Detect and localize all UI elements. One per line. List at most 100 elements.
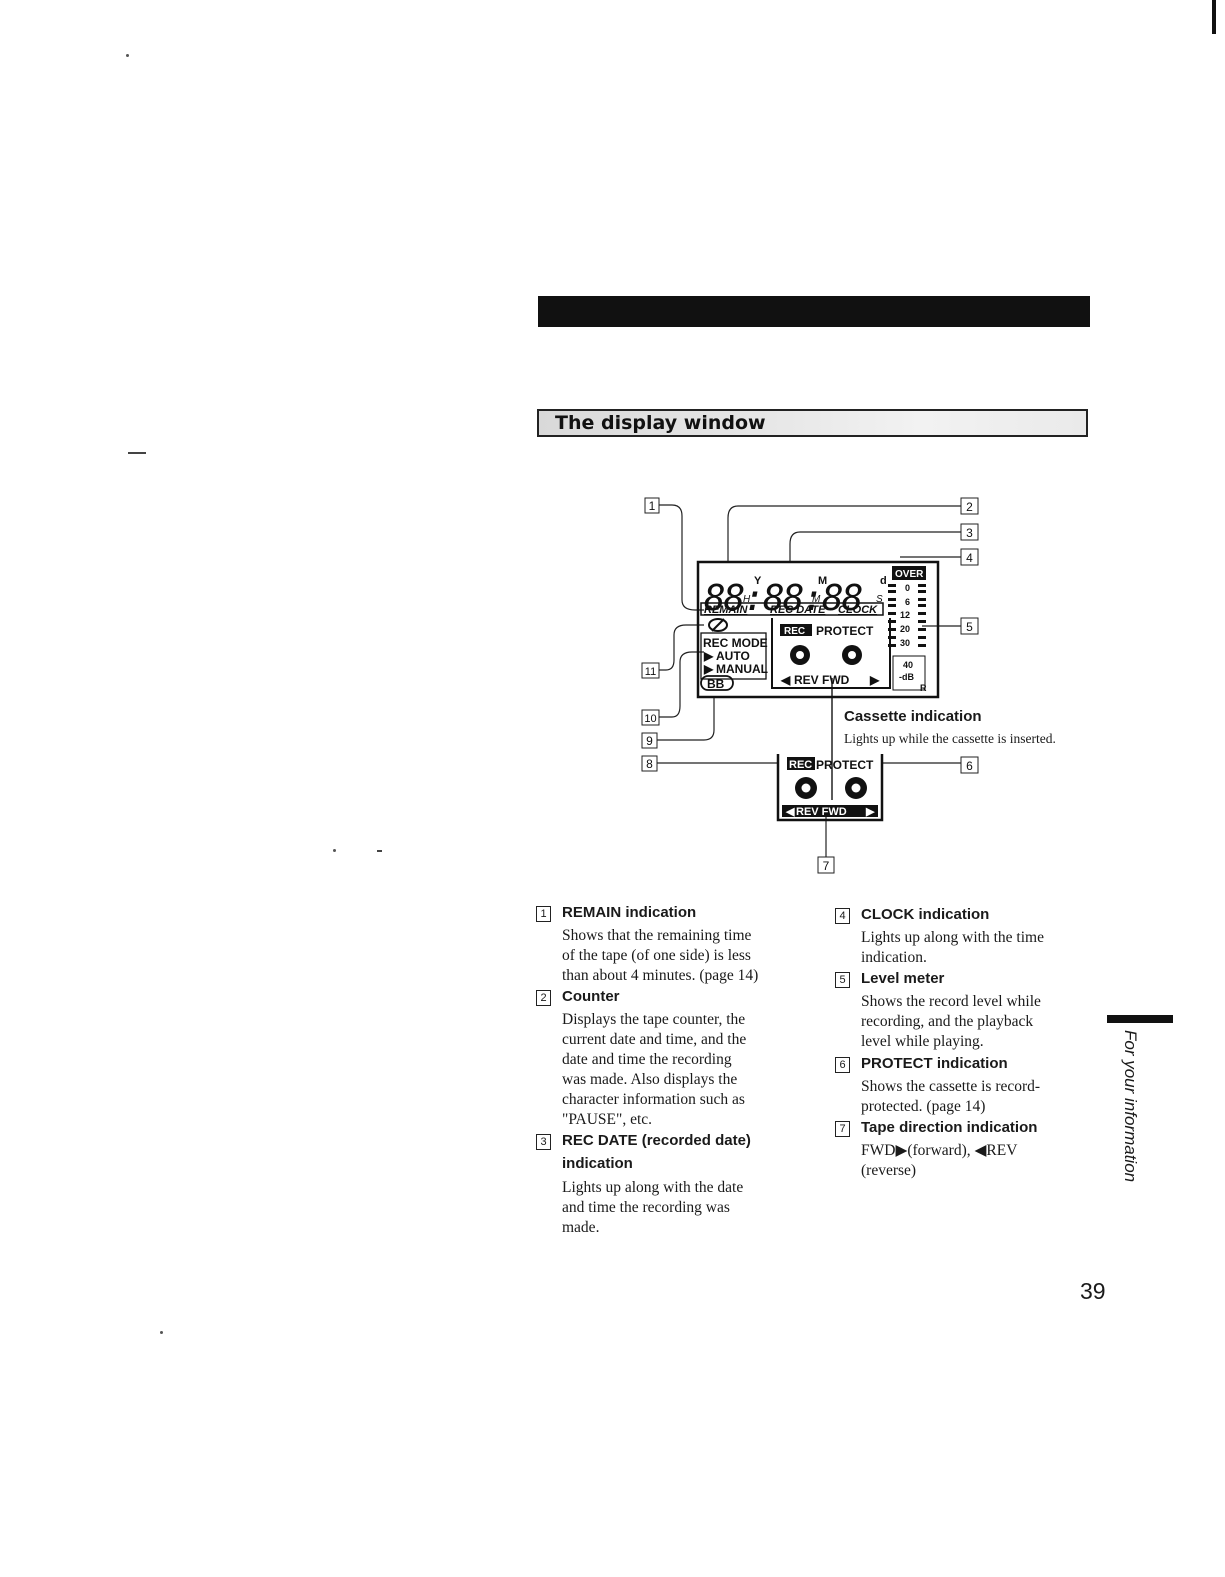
callout-9: 9 (641, 732, 658, 749)
svg-text:d: d (880, 575, 887, 587)
callout-5: 5 (960, 617, 979, 635)
svg-text:R: R (920, 683, 927, 693)
sidebar-tab: For your information (1118, 1030, 1142, 1200)
svg-text:12: 12 (900, 610, 910, 620)
svg-text:REV FWD: REV FWD (794, 673, 850, 687)
svg-text:Y: Y (754, 575, 762, 587)
item-number: 6 (835, 1057, 850, 1073)
callout-8: 8 (641, 755, 658, 772)
callout-1: 1 (644, 497, 660, 514)
callout-4: 4 (960, 548, 979, 566)
item-body: Shows the cassette is record- protected.… (861, 1078, 1041, 1115)
callout-2: 2 (960, 497, 979, 515)
svg-text:40: 40 (903, 660, 913, 670)
svg-text:8: 8 (646, 757, 653, 771)
svg-text:BB: BB (707, 677, 725, 691)
sidebar-label: For your information (1121, 1030, 1140, 1183)
page-number: 39 (1080, 1278, 1106, 1304)
svg-text:5: 5 (966, 620, 973, 634)
svg-text:AUTO: AUTO (716, 649, 750, 663)
item-title-cont: indication (562, 1155, 633, 1172)
svg-text:MANUAL: MANUAL (716, 662, 768, 676)
svg-text:-dB: -dB (899, 672, 914, 682)
item-title: CLOCK indication (861, 906, 990, 923)
callout-3: 3 (960, 523, 979, 541)
svg-text:H: H (743, 594, 751, 605)
item-number: 2 (536, 990, 551, 1006)
svg-text:20: 20 (900, 624, 910, 634)
scan-mark (128, 452, 146, 454)
item-title: PROTECT indication (861, 1055, 1008, 1072)
svg-text:0: 0 (905, 583, 910, 593)
section-heading: The display window (537, 409, 1088, 437)
lcd-rec-mode: REC MODE ▶AUTO ▶MANUAL BB (700, 618, 768, 691)
svg-text:PROTECT: PROTECT (816, 624, 874, 638)
lcd-cassette: REC PROTECT ◀ REV FWD ▶ (771, 618, 891, 689)
svg-text:REC: REC (789, 759, 812, 771)
item-number: 1 (536, 906, 551, 922)
item-body: Lights up along with the time indication… (861, 929, 1044, 966)
svg-text:REC: REC (784, 626, 805, 637)
lcd-digits: 88:88:88 Y H M M d S (704, 575, 887, 619)
svg-text:2: 2 (966, 500, 973, 514)
svg-text:S: S (876, 594, 883, 605)
section-title: The display window (555, 412, 766, 434)
chapter-bar (538, 296, 1090, 327)
cassette-caption-text: Lights up while the cassette is inserted… (844, 731, 1056, 746)
svg-text:11: 11 (645, 666, 656, 678)
svg-text:88:88:88: 88:88:88 (704, 578, 862, 619)
lcd-rec-date: REC DATE (770, 604, 826, 616)
scan-speck (333, 849, 336, 852)
svg-text:▶: ▶ (869, 673, 880, 687)
svg-text:1: 1 (649, 499, 656, 513)
lcd-level-meter: OVER 0 6 12 20 30 40 -dB R (888, 566, 927, 693)
item-number: 3 (536, 1134, 551, 1150)
item-title: REMAIN indication (562, 904, 697, 921)
callout-7: 7 (817, 856, 835, 874)
lcd-clock: CLOCK (838, 604, 878, 616)
display-window-diagram: 1 11 10 9 8 2 3 4 5 6 7 88: (641, 497, 979, 874)
svg-text:◀: ◀ (780, 673, 791, 687)
scan-speck (160, 1331, 163, 1334)
svg-text:6: 6 (966, 759, 973, 773)
svg-text:◀: ◀ (785, 806, 795, 818)
svg-text:4: 4 (966, 551, 973, 565)
item-title: REC DATE (recorded date) (562, 1132, 751, 1149)
callout-6: 6 (960, 756, 979, 774)
svg-text:▶: ▶ (865, 806, 875, 818)
lcd-frame (696, 560, 940, 699)
svg-text:M: M (812, 594, 821, 605)
svg-text:7: 7 (823, 859, 830, 873)
item-body: Displays the tape counter, the current d… (562, 1011, 747, 1128)
item-title: Level meter (861, 970, 945, 987)
callout-10: 10 (641, 709, 660, 726)
svg-text:REC MODE: REC MODE (703, 636, 768, 650)
svg-text:▶: ▶ (703, 662, 714, 676)
cassette-caption-title: Cassette indication (844, 708, 982, 725)
item-body: Lights up along with the date and time t… (562, 1179, 744, 1236)
item-body: Shows the record level while recording, … (861, 993, 1041, 1050)
svg-text:6: 6 (905, 597, 910, 607)
svg-text:3: 3 (966, 526, 973, 540)
svg-text:REV FWD: REV FWD (796, 806, 847, 818)
svg-text:M: M (818, 575, 827, 587)
item-number: 5 (835, 972, 850, 988)
item-number: 7 (835, 1121, 850, 1137)
svg-text:10: 10 (644, 713, 656, 725)
callout-11: 11 (641, 662, 660, 679)
svg-text:30: 30 (900, 638, 910, 648)
item-title: Counter (562, 988, 620, 1005)
svg-text:PROTECT: PROTECT (816, 758, 874, 772)
cassette-detail: REC PROTECT ◀ REV FWD ▶ (776, 754, 884, 822)
item-body: Shows that the remaining time of the tap… (562, 927, 759, 984)
sidebar-tab-bar (1107, 1015, 1173, 1023)
item-body: FWD▶(forward), ◀REV (reverse) (861, 1142, 1018, 1179)
item-number: 4 (835, 908, 850, 924)
scan-mark (377, 850, 382, 852)
lcd-remain: REMAIN (704, 604, 748, 616)
svg-text:9: 9 (646, 734, 653, 748)
item-title: Tape direction indication (861, 1119, 1038, 1136)
scan-speck (126, 54, 129, 57)
svg-text:▶: ▶ (703, 649, 714, 663)
svg-text:OVER: OVER (895, 569, 924, 580)
